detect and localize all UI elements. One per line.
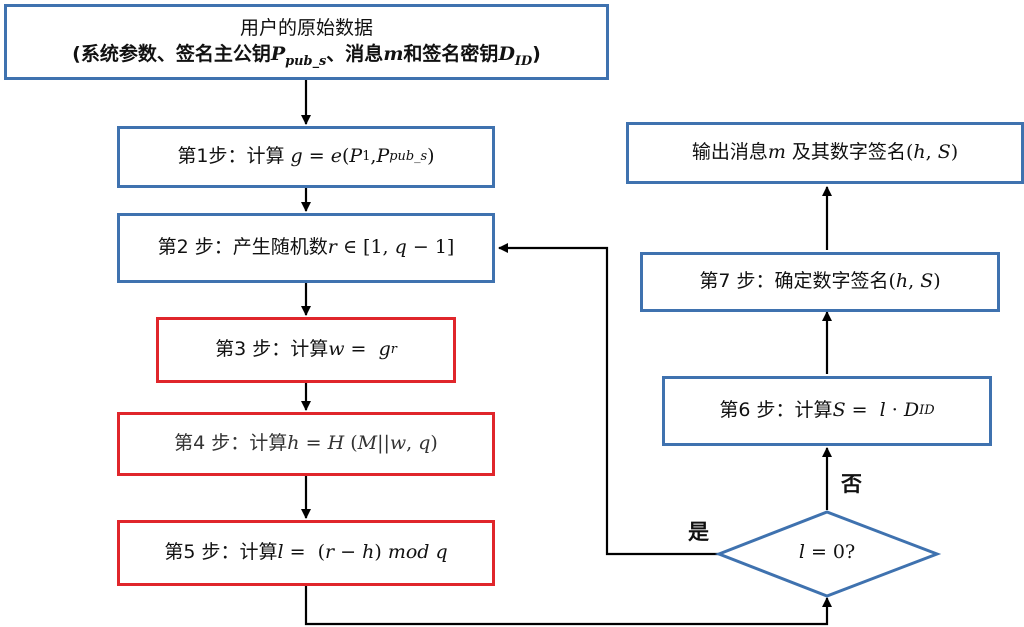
arrow-yes-to-step2 [498, 243, 719, 556]
step3-label: 第3 步：计算 [215, 338, 329, 361]
input-data-box: 用户的原始数据 (系统参数、签名主公钥Ppub_s、消息m和签名密钥DID) [4, 4, 609, 80]
step7-box: 第7 步：确定数字签名(h, S) [640, 252, 1000, 312]
step1-label: 第1步：计算 [177, 145, 285, 168]
edge-label-yes: 是 [688, 520, 709, 544]
decision-diamond [714, 510, 942, 598]
input-title: 用户的原始数据 [239, 17, 373, 40]
step1-g: g [290, 145, 303, 168]
step2-label: 第2 步：产生随机数 [157, 236, 328, 259]
output-label: 输出消息 [691, 141, 768, 164]
input-params: (系统参数、签名主公钥Ppub_s、消息m和签名密钥DID) [72, 43, 541, 69]
step6-label: 第6 步：计算 [719, 399, 833, 422]
arrow-step5-to-decision [304, 586, 832, 626]
step7-label: 第7 步：确定数字签名 [699, 270, 889, 293]
decision-text: l = 0? [798, 541, 856, 563]
step5-label: 第5 步：计算 [164, 541, 278, 564]
step4-label: 第4 步：计算 [174, 432, 288, 455]
edge-label-no: 否 [841, 472, 862, 496]
